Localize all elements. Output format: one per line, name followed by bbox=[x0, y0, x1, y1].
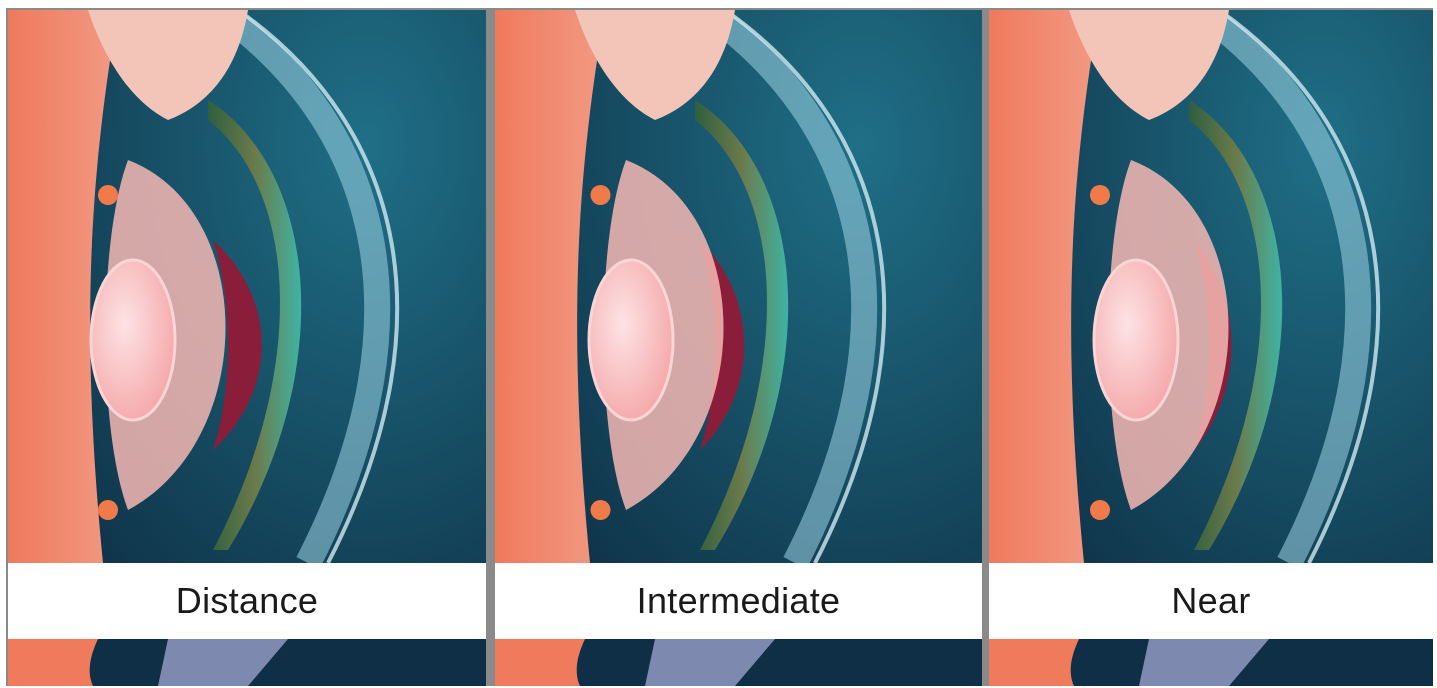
panel-distance: Distance bbox=[8, 10, 486, 686]
panel-intermediate: Intermediate bbox=[495, 10, 982, 686]
panel-near: Near bbox=[989, 10, 1433, 686]
haptic-bottom bbox=[591, 500, 611, 520]
panel-label-distance: Distance bbox=[8, 563, 486, 639]
haptic-top bbox=[1090, 185, 1110, 205]
panel-label-intermediate: Intermediate bbox=[495, 563, 982, 639]
bottom-vitreous bbox=[8, 639, 98, 686]
haptic-bottom bbox=[1090, 500, 1110, 520]
haptic-top bbox=[591, 185, 611, 205]
bottom-vitreous bbox=[989, 639, 1079, 686]
lens-optic bbox=[91, 260, 175, 420]
haptic-bottom bbox=[98, 500, 118, 520]
panel-label-near: Near bbox=[989, 563, 1433, 639]
bottom-vitreous bbox=[495, 639, 585, 686]
haptic-top bbox=[98, 185, 118, 205]
lens-optic bbox=[589, 260, 673, 420]
lens-optic bbox=[1094, 260, 1178, 420]
figure-frame: Distance Intermediate Near bbox=[6, 8, 1433, 686]
